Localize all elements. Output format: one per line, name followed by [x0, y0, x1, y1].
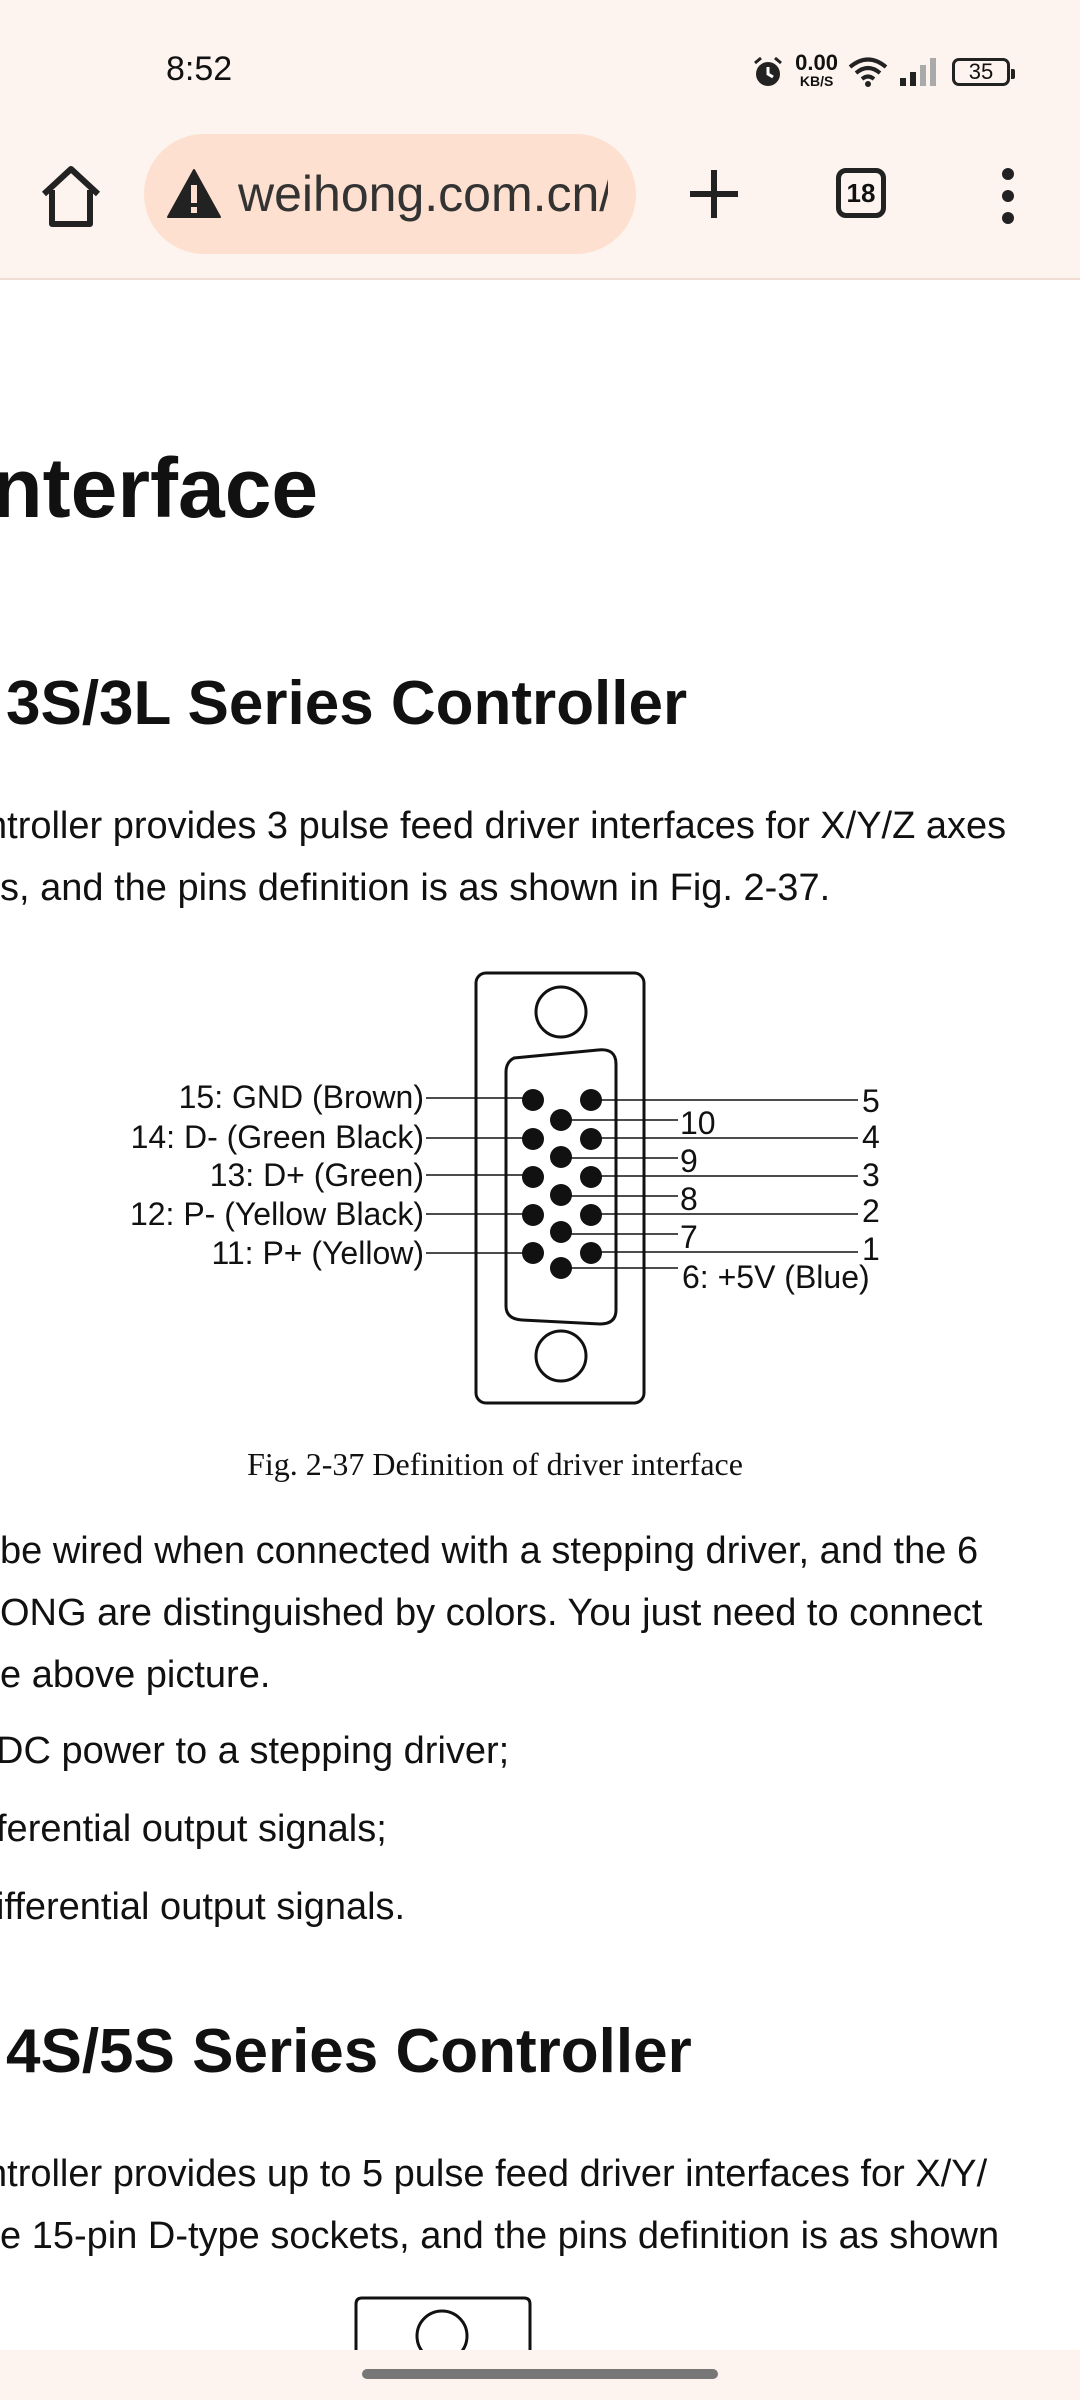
status-icons: 0.00 KB/S 35 — [751, 50, 1015, 94]
pin-3 — [580, 1166, 602, 1188]
label-pin-4: 4 — [862, 1119, 880, 1155]
label-pin-13: 13: D+ (Green) — [210, 1157, 424, 1193]
pin-5 — [580, 1089, 602, 1111]
label-pin-3: 3 — [862, 1157, 880, 1193]
wifi-icon — [848, 57, 888, 87]
section2-line2: e 15-pin D-type sockets, and the pins de… — [0, 2215, 1000, 2257]
home-icon[interactable] — [38, 162, 104, 232]
gesture-nav-bar — [0, 2350, 1080, 2400]
section-heading-3s3l: 3S/3L Series Controller — [6, 669, 688, 738]
label-pin-2: 2 — [862, 1193, 880, 1229]
label-pin-11: 11: P+ (Yellow) — [211, 1235, 424, 1271]
label-pin-1: 1 — [862, 1231, 880, 1267]
mount-hole-top — [534, 985, 588, 1039]
left-leader-lines — [426, 1097, 534, 1254]
pin-1 — [580, 1242, 602, 1264]
next-connector-figure — [354, 2296, 532, 2356]
label-pin-15: 15: GND (Brown) — [179, 1079, 424, 1115]
address-bar[interactable]: weihong.com.cn/ — [144, 134, 636, 254]
pin-12 — [522, 1204, 544, 1226]
pin-7 — [550, 1221, 572, 1243]
label-pin-14: 14: D- (Green Black) — [131, 1119, 424, 1155]
label-pin-5: 5 — [862, 1083, 880, 1119]
label-pin-7: 7 — [680, 1219, 698, 1255]
tab-switcher-button[interactable]: 18 — [836, 168, 886, 218]
url-text[interactable]: weihong.com.cn/ — [238, 166, 608, 222]
more-menu-icon[interactable] — [996, 166, 1020, 226]
pin-8 — [550, 1184, 572, 1206]
section-heading-4s5s: 4S/5S Series Controller — [6, 2017, 692, 2086]
wiring-paragraph: be wired when connected with a stepping … — [0, 1520, 1080, 1706]
pin-4 — [580, 1128, 602, 1150]
wiring-line2: ONG are distinguished by colors. You jus… — [0, 1592, 983, 1634]
pin-10 — [550, 1109, 572, 1131]
connector-frame — [474, 971, 646, 1405]
d-shell — [504, 1048, 618, 1326]
warning-icon[interactable] — [166, 167, 222, 221]
label-pin-10: 10 — [680, 1105, 716, 1141]
label-pin-12: 12: P- (Yellow Black) — [130, 1196, 424, 1232]
pin-15 — [522, 1089, 544, 1111]
section2-paragraph: ntroller provides up to 5 pulse feed dri… — [0, 2143, 1080, 2267]
label-pin-8: 8 — [680, 1181, 698, 1217]
pin-11 — [522, 1242, 544, 1264]
right-leader-lines — [561, 1099, 858, 1269]
list-item: ifferential output signals. — [0, 1886, 406, 1928]
pin-6 — [550, 1257, 572, 1279]
pin-13 — [522, 1166, 544, 1188]
status-bar: 8:52 0.00 KB/S 35 — [0, 0, 1080, 130]
signal-icon — [900, 58, 936, 86]
driver-interface-figure: 15: GND (Brown) 14: D- (Green Black) 13:… — [130, 971, 880, 1405]
connector-pins — [522, 1089, 602, 1279]
label-pin-6: 6: +5V (Blue) — [682, 1259, 870, 1295]
list-item: DC power to a stepping driver; — [0, 1730, 510, 1772]
label-pin-9: 9 — [680, 1143, 698, 1179]
page-title: Interface — [0, 441, 319, 535]
section1-line2: s, and the pins definition is as shown i… — [0, 867, 831, 909]
figure-caption: Fig. 2-37 Definition of driver interface — [247, 1446, 743, 1482]
new-tab-icon[interactable] — [688, 168, 740, 220]
wiring-line3: e above picture. — [0, 1654, 271, 1696]
pin-2 — [580, 1204, 602, 1226]
browser-toolbar: weihong.com.cn/ 18 — [0, 130, 1080, 280]
status-time: 8:52 — [166, 50, 233, 88]
pin-14 — [522, 1128, 544, 1150]
list-item: ferential output signals; — [0, 1808, 387, 1850]
wiring-line1: be wired when connected with a stepping … — [0, 1530, 979, 1572]
home-gesture-pill[interactable] — [362, 2369, 718, 2379]
section1-line1: ntroller provides 3 pulse feed driver in… — [0, 805, 1007, 847]
network-speed: 0.00 KB/S — [795, 50, 838, 90]
section1-paragraph: ntroller provides 3 pulse feed driver in… — [0, 795, 1080, 919]
section2-line1: ntroller provides up to 5 pulse feed dri… — [0, 2153, 988, 2195]
pin-9 — [550, 1146, 572, 1168]
alarm-icon — [754, 56, 783, 86]
battery-icon: 35 — [952, 58, 1015, 86]
mount-hole-bottom — [534, 1329, 588, 1383]
